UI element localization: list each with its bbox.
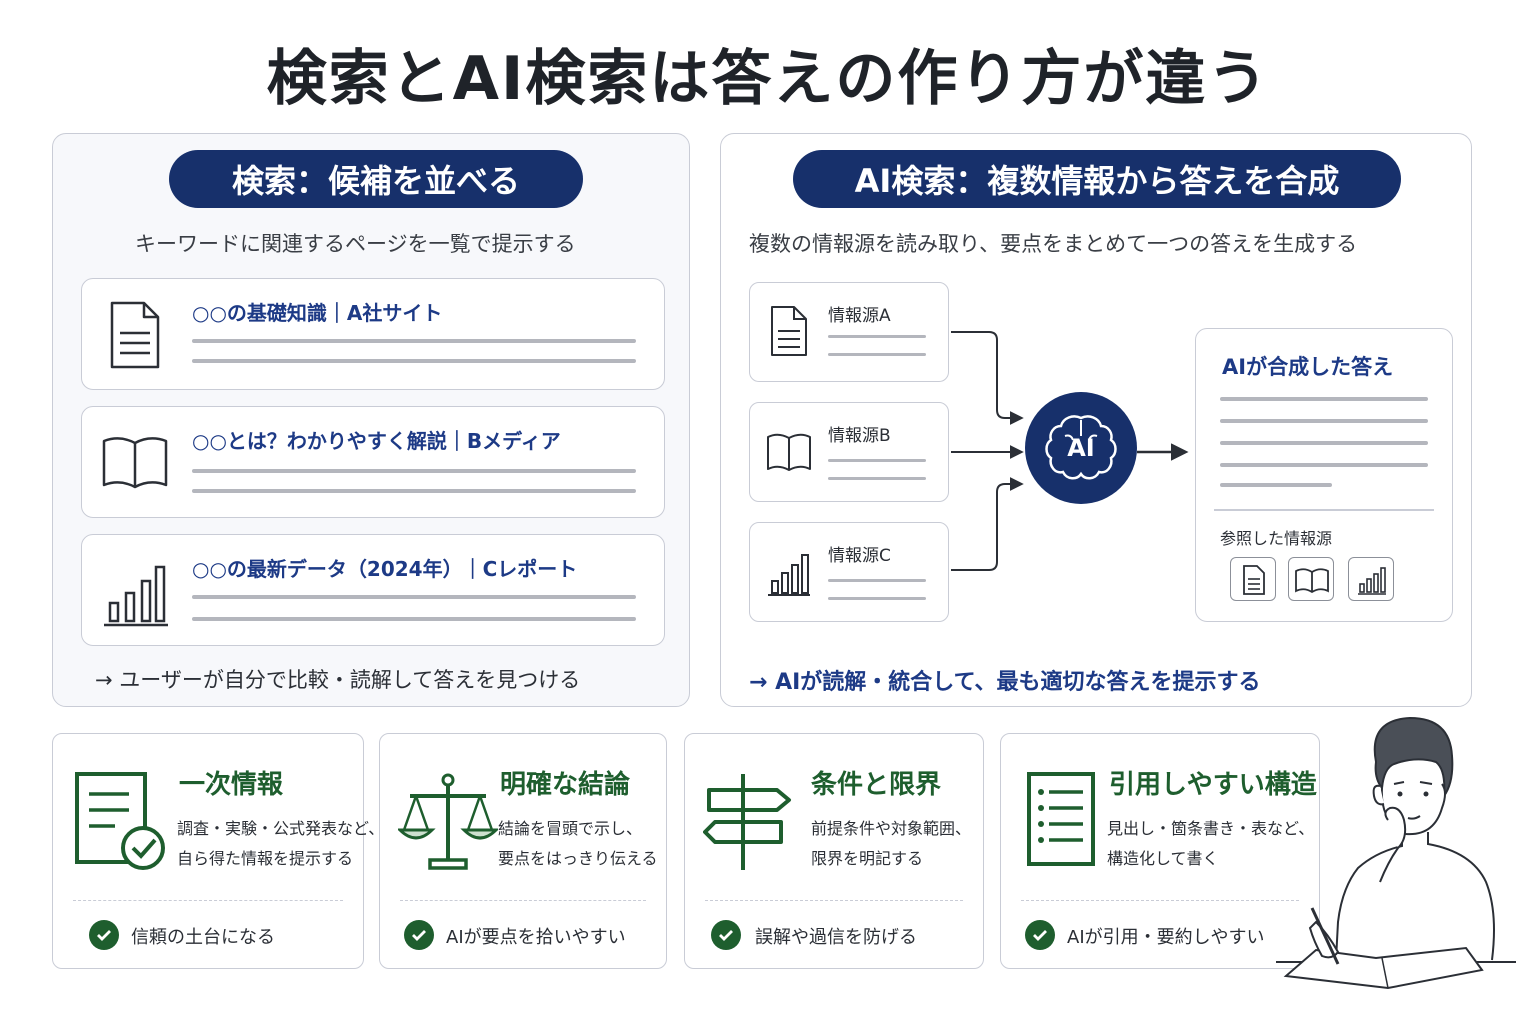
tip-description: 結論を冒頭で示し、 要点をはっきり伝える (498, 814, 658, 874)
document-check-icon (75, 772, 165, 870)
source-label: 情報源B (828, 426, 891, 446)
text-placeholder-line (1220, 483, 1332, 487)
ai-answer-card: AIが合成した答え 参照した情報源 (1195, 328, 1453, 622)
document-icon (771, 306, 807, 356)
search-panel: 検索：候補を並べる キーワードに関連するページを一覧で提示する ○○の基礎知識｜… (52, 133, 690, 707)
check-icon (89, 920, 119, 950)
search-result-card: ○○の最新データ（2024年）｜Cレポート (81, 534, 665, 646)
reference-book (1288, 557, 1334, 601)
book-icon (767, 433, 811, 471)
tip-card-clear-conclusion: 明確な結論 結論を冒頭で示し、 要点をはっきり伝える AIが要点を拾いやすい (379, 733, 667, 969)
text-placeholder-line (1220, 441, 1428, 445)
tip-card-conditions-limits: 条件と限界 前提条件や対象範囲、 限界を明記する 誤解や過信を防げる (684, 733, 984, 969)
divider (705, 900, 963, 901)
search-note: → ユーザーが自分で比較・読解して答えを見つける (95, 668, 581, 692)
book-icon (102, 437, 168, 489)
text-placeholder-line (192, 359, 636, 363)
tip-title: 一次情報 (179, 770, 284, 800)
bar-chart-icon (1358, 567, 1386, 595)
check-icon (711, 920, 741, 950)
search-subtitle: キーワードに関連するページを一覧で提示する (135, 232, 576, 256)
flow-connectors (951, 331, 1189, 571)
tip-description-line: 見出し・箇条書き・表など、 (1107, 819, 1315, 838)
check-icon (1025, 920, 1055, 950)
source-card: 情報源B (749, 402, 949, 502)
text-placeholder-line (828, 597, 926, 600)
search-result-card: ○○とは？わかりやすく解説｜Bメディア (81, 406, 665, 518)
tip-card-quotable-structure: 引用しやすい構造 見出し・箇条書き・表など、 構造化して書く AIが引用・要約し… (1000, 733, 1320, 969)
ai-answer-title: AIが合成した答え (1222, 355, 1394, 379)
thinking-person-illustration (1276, 716, 1516, 990)
search-result-title: ○○の基礎知識｜A社サイト (192, 301, 443, 325)
text-placeholder-line (1220, 419, 1428, 423)
divider (73, 900, 343, 901)
search-result-title: ○○の最新データ（2024年）｜Cレポート (192, 557, 578, 581)
tip-result: 誤解や過信を防げる (755, 927, 917, 948)
text-placeholder-line (828, 353, 926, 356)
list-document-icon (1027, 772, 1095, 866)
text-placeholder-line (1220, 463, 1428, 467)
divider (400, 900, 646, 901)
ai-node-label: AI (1067, 434, 1095, 462)
source-card: 情報源A (749, 282, 949, 382)
scale-icon (398, 773, 498, 870)
check-icon (404, 920, 434, 950)
ai-search-note: → AIが読解・統合して、最も適切な答えを提示する (749, 670, 1261, 695)
tip-title: 明確な結論 (500, 770, 631, 800)
tip-description-line: 限界を明記する (811, 849, 924, 868)
document-icon (1243, 565, 1265, 595)
tip-description-line: 結論を冒頭で示し、 (498, 819, 643, 838)
text-placeholder-line (192, 469, 636, 473)
bar-chart-icon (768, 554, 810, 596)
tip-result: AIが要点を拾いやすい (446, 927, 626, 948)
tip-description: 前提条件や対象範囲、 限界を明記する (811, 814, 971, 874)
text-placeholder-line (828, 579, 926, 582)
document-icon (110, 301, 160, 369)
tip-result: AIが引用・要約しやすい (1067, 927, 1265, 948)
source-label: 情報源C (828, 546, 891, 566)
text-placeholder-line (828, 459, 926, 462)
text-placeholder-line (828, 335, 926, 338)
tip-description-line: 構造化して書く (1107, 849, 1219, 868)
tip-card-primary-info: 一次情報 調査・実験・公式発表など、 自ら得た情報を提示する 信頼の土台になる (52, 733, 384, 969)
signpost-icon (703, 774, 791, 870)
reference-chart (1348, 557, 1394, 601)
text-placeholder-line (192, 617, 636, 621)
search-result-card: ○○の基礎知識｜A社サイト (81, 278, 665, 390)
tip-description: 調査・実験・公式発表など、 自ら得た情報を提示する (177, 814, 384, 874)
text-placeholder-line (192, 595, 636, 599)
text-placeholder-line (828, 477, 926, 480)
ai-search-subtitle: 複数の情報源を読み取り、要点をまとめて一つの答えを生成する (749, 232, 1358, 256)
tip-description: 見出し・箇条書き・表など、 構造化して書く (1107, 814, 1314, 874)
ai-search-panel: AI検索：複数情報から答えを合成 複数の情報源を読み取り、要点をまとめて一つの答… (720, 133, 1472, 707)
tip-description-line: 前提条件や対象範囲、 (811, 819, 972, 838)
bar-chart-icon (104, 565, 168, 627)
page-title: 検索とAI検索は答えの作り方が違う (266, 44, 1270, 114)
book-icon (1295, 568, 1329, 594)
ai-node: AI (1025, 392, 1137, 504)
tip-result: 信頼の土台になる (131, 927, 275, 948)
brain-icon (1045, 415, 1117, 480)
reference-document (1230, 557, 1276, 601)
text-placeholder-line (192, 489, 636, 493)
tip-title: 条件と限界 (811, 770, 942, 800)
ai-search-heading: AI検索：複数情報から答えを合成 (793, 150, 1401, 208)
tip-title: 引用しやすい構造 (1109, 770, 1317, 800)
tip-description-line: 自ら得た情報を提示する (177, 849, 354, 868)
text-placeholder-line (1220, 397, 1428, 401)
search-heading: 検索：候補を並べる (169, 150, 583, 208)
text-placeholder-line (192, 339, 636, 343)
references-label: 参照した情報源 (1220, 529, 1333, 548)
divider (1214, 509, 1434, 511)
tip-description-line: 調査・実験・公式発表など、 (177, 819, 385, 838)
search-result-title: ○○とは？わかりやすく解説｜Bメディア (192, 429, 561, 453)
tip-description-line: 要点をはっきり伝える (498, 849, 658, 868)
source-label: 情報源A (828, 306, 891, 326)
source-card: 情報源C (749, 522, 949, 622)
divider (1021, 900, 1299, 901)
